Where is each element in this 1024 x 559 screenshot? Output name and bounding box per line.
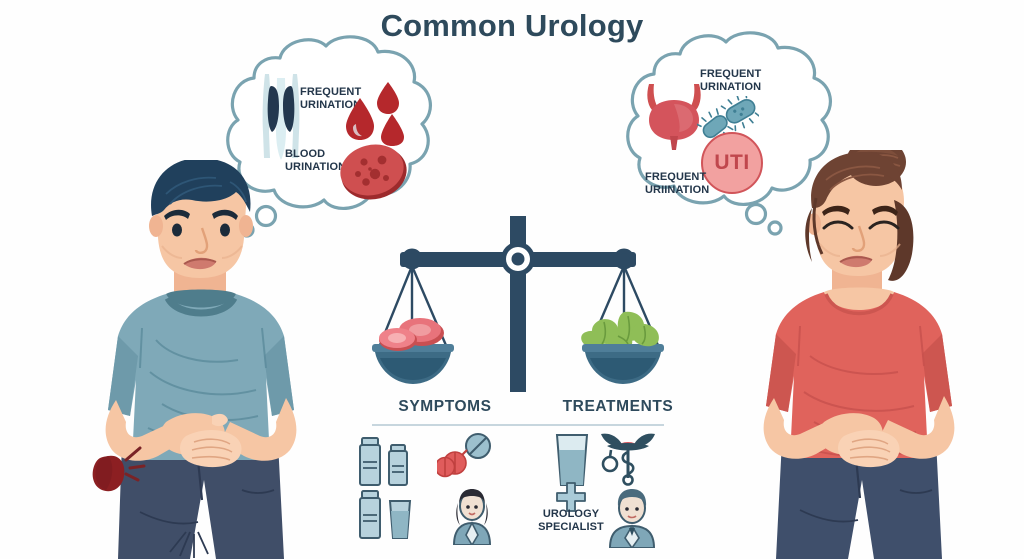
right-bubble-label-frequent-1: FREQUENT URINATION <box>700 68 762 93</box>
balance-scale <box>372 216 664 392</box>
glass-of-water-icon <box>555 434 589 486</box>
caduceus-icon <box>601 433 655 486</box>
medical-cross-icon <box>556 482 586 512</box>
female-doctor-icon <box>452 489 492 545</box>
treatments-heading: TREATMENTS <box>562 398 674 415</box>
left-bubble-label-blood: BLOOD URINATION <box>285 148 347 173</box>
male-doctor-icon <box>608 489 656 548</box>
uti-badge: UTI <box>701 132 763 194</box>
urology-specialist-label: UROLOGY SPECIALIST <box>538 508 604 533</box>
bladder-icon <box>647 84 701 150</box>
blood-drops-icon <box>346 82 404 146</box>
kidney-pain-icon <box>92 446 146 492</box>
left-bubble-label-frequent: FREQUENT URINATION <box>300 86 362 111</box>
medicine-bottles-icon <box>359 437 408 486</box>
medicine-bottle-and-glass-icon <box>359 490 412 539</box>
symptoms-heading: SYMPTOMS <box>398 398 492 415</box>
urinary-tract-anatomy-icon <box>262 74 300 160</box>
right-bubble-label-frequent-2: FREQUENT URIINATION <box>645 171 710 196</box>
man-with-abdominal-pain <box>105 160 297 559</box>
section-divider <box>372 424 664 426</box>
blood-cell-blob-icon <box>340 144 407 200</box>
uti-badge-text: UTI <box>714 151 750 174</box>
woman-with-abdominal-pain <box>763 150 955 559</box>
pills-capsules-icon <box>437 433 491 478</box>
page-title: Common Urology <box>380 8 644 43</box>
